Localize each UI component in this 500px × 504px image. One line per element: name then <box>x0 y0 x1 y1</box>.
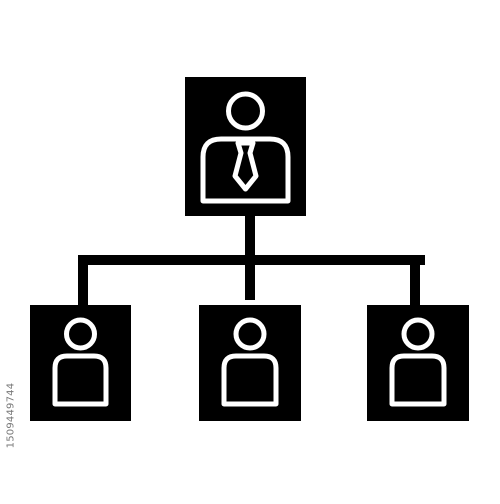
tie-icon <box>232 140 259 192</box>
head-icon <box>401 317 435 351</box>
torso-icon <box>389 353 447 407</box>
person-with-tie-icon <box>200 91 291 204</box>
connector-vertical-right <box>410 255 420 307</box>
head-icon <box>233 317 267 351</box>
node-middle <box>199 305 301 421</box>
connector-horizontal <box>78 255 425 265</box>
head-icon <box>226 91 265 131</box>
head-icon <box>64 317 97 351</box>
person-icon <box>52 317 109 407</box>
connectors <box>78 210 425 307</box>
node-left <box>30 305 131 421</box>
torso-icon <box>52 353 109 407</box>
connector-vertical-left <box>78 255 88 307</box>
torso-icon <box>221 353 279 407</box>
node-top <box>185 77 306 216</box>
image-id-text: 1509449744 <box>5 382 17 449</box>
person-icon <box>389 317 447 407</box>
person-icon <box>221 317 279 407</box>
node-right <box>367 305 469 421</box>
torso-icon <box>200 136 291 204</box>
